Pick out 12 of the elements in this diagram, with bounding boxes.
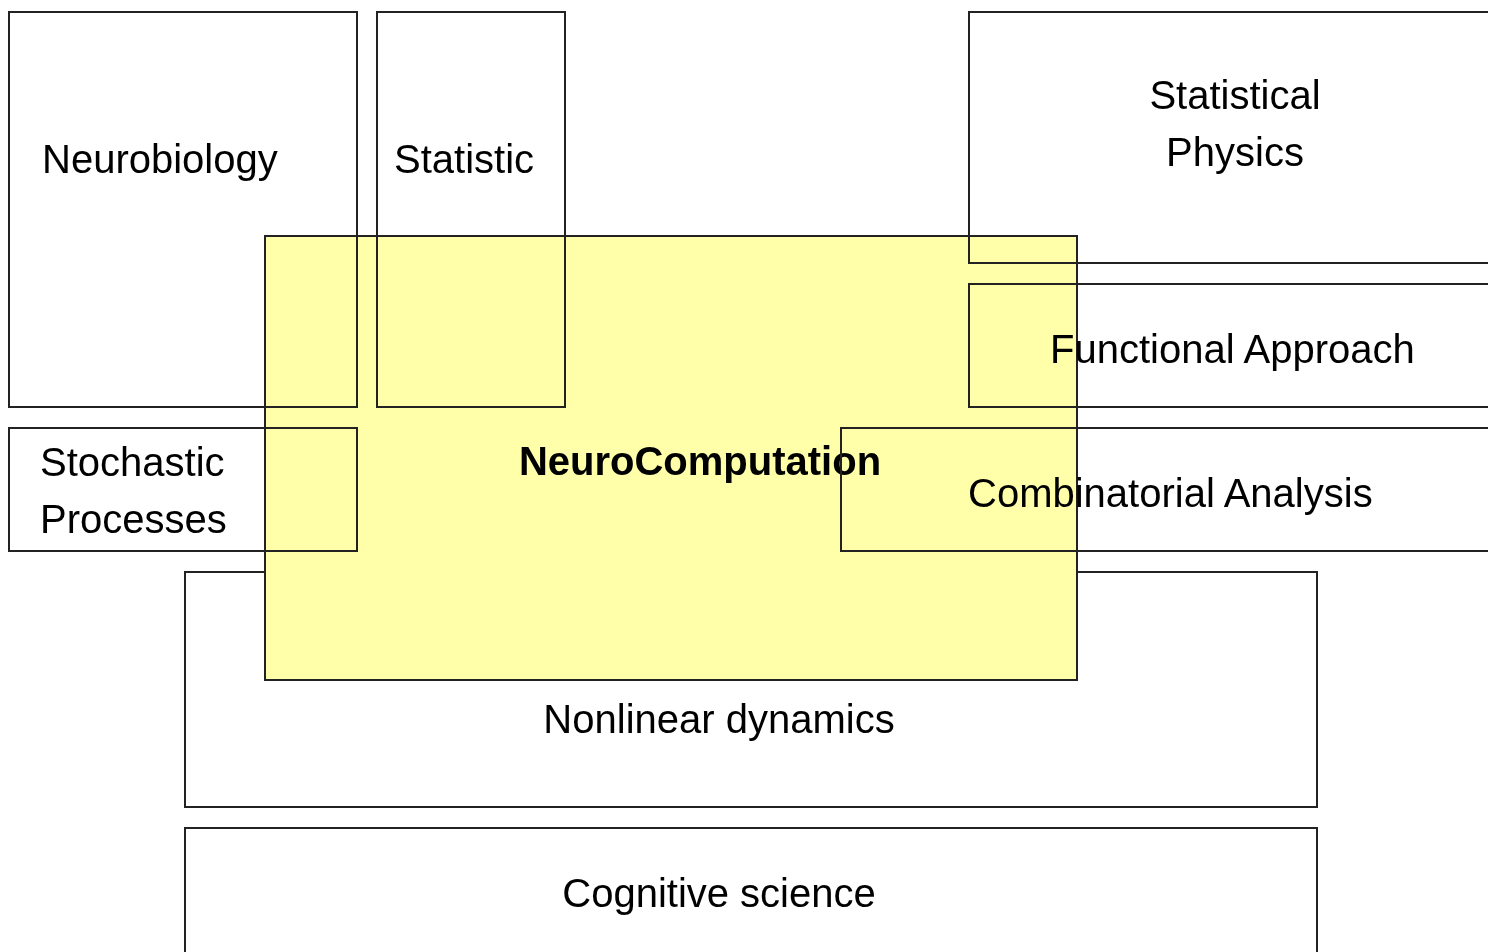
topic-label: Statistic bbox=[394, 136, 536, 183]
topic-box bbox=[376, 11, 566, 408]
topic-box bbox=[184, 571, 1318, 808]
topic-box bbox=[8, 11, 358, 408]
topic-box bbox=[8, 427, 358, 552]
topic-label: Statistical Physics bbox=[1148, 72, 1322, 176]
topic-label: Cognitive science bbox=[561, 870, 877, 917]
topic-box bbox=[184, 827, 1318, 952]
topic-label: Stochastic Processes bbox=[40, 439, 228, 543]
topic-box bbox=[968, 283, 1488, 408]
topic-label: Nonlinear dynamics bbox=[542, 696, 896, 743]
topic-label: Neurobiology bbox=[42, 136, 279, 183]
